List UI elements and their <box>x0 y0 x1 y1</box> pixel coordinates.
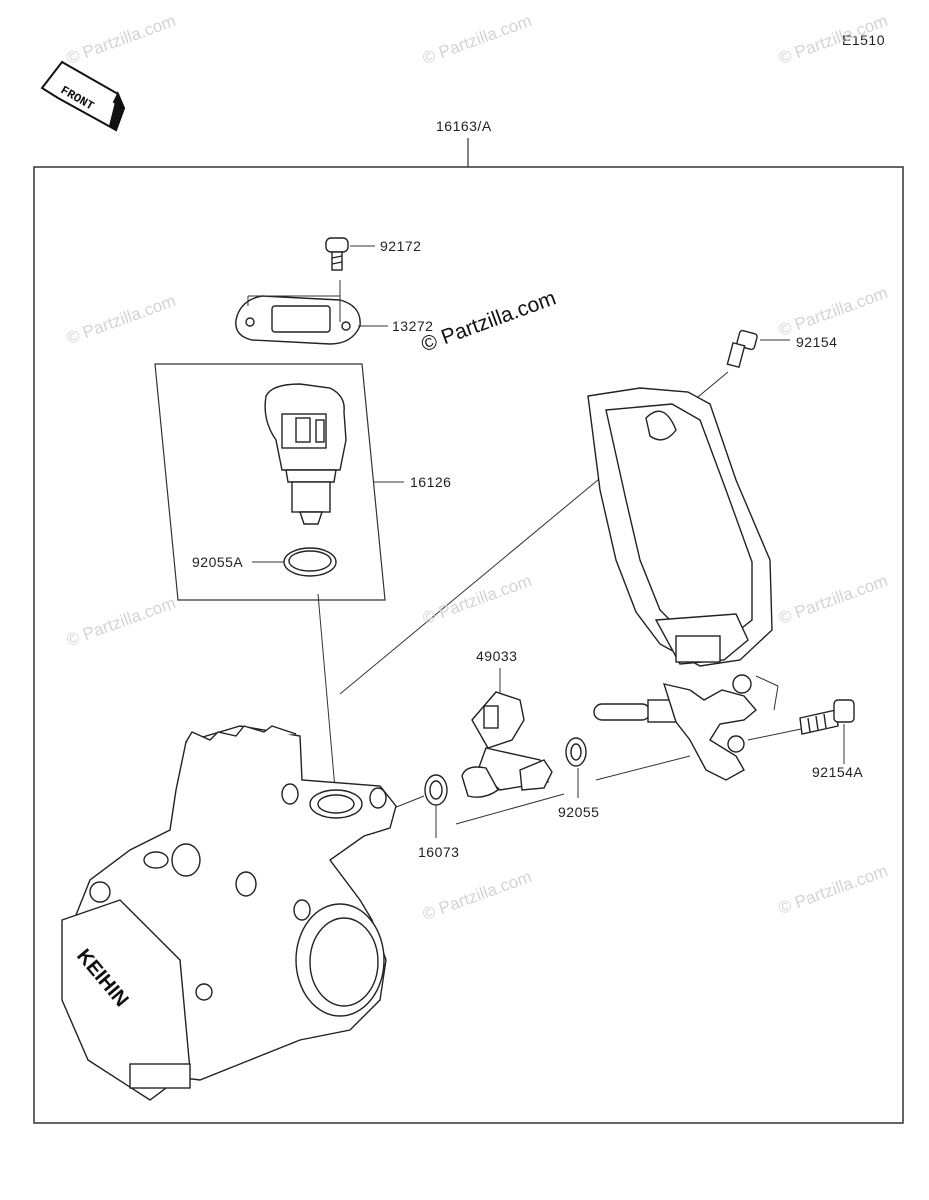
sensor-49033 <box>461 691 553 798</box>
bolt-92154A <box>799 699 855 735</box>
injector-assembly <box>593 674 757 781</box>
part-label-92055A[interactable]: 92055A <box>192 554 244 570</box>
leader-injector-b <box>773 685 779 711</box>
washer-16073 <box>424 774 448 806</box>
assembly-label: 16163/A <box>436 118 492 134</box>
throttle-cover <box>587 387 773 667</box>
washer-92055 <box>565 737 587 767</box>
throttle-body: KEIHIN <box>61 725 397 1101</box>
part-label-16126[interactable]: 16126 <box>410 474 452 490</box>
part-label-16073[interactable]: 16073 <box>418 844 460 860</box>
part-label-49033[interactable]: 49033 <box>476 648 518 664</box>
sensor-subassembly-box <box>154 363 386 601</box>
oring-92055A <box>283 547 337 577</box>
plate-13272 <box>235 295 361 345</box>
part-label-13272[interactable]: 13272 <box>392 318 434 334</box>
part-label-92172[interactable]: 92172 <box>380 238 422 254</box>
leader-injector-a <box>755 675 779 687</box>
diagram-code: E1510 <box>842 32 885 48</box>
leader-92055-b <box>595 755 691 781</box>
bolt-92154 <box>726 329 758 369</box>
leader-sensor-body <box>317 593 337 801</box>
screw-92172 <box>325 237 349 271</box>
leader-injector-c <box>747 727 807 741</box>
part-label-92154[interactable]: 92154 <box>796 334 838 350</box>
leader-16073-c <box>455 793 565 825</box>
part-label-92055[interactable]: 92055 <box>558 804 600 820</box>
front-arrow-icon <box>40 60 126 132</box>
part-label-92154A[interactable]: 92154A <box>812 764 864 780</box>
sensor-16126 <box>264 383 347 525</box>
